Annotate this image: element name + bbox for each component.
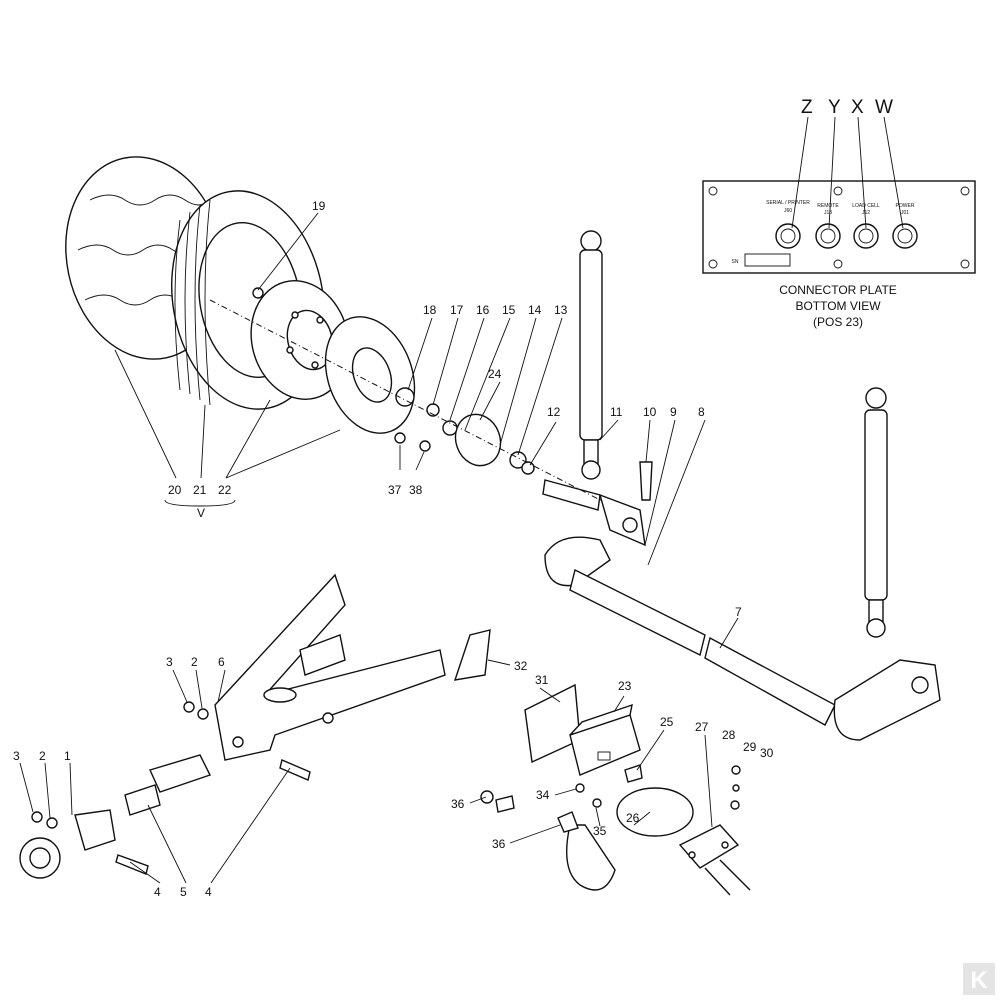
callout-14: 14: [528, 303, 542, 317]
port-label-power: POWER: [896, 203, 915, 209]
sensor-36: [480, 790, 616, 891]
callout-4-right: 4: [205, 885, 212, 899]
callout-36-upper: 36: [451, 797, 465, 811]
brand-logo: K: [963, 963, 995, 995]
callout-37: 37: [388, 483, 402, 497]
bracket-32: [453, 629, 491, 681]
rim-22: [250, 280, 350, 400]
cable-gland-25: [624, 764, 643, 783]
group-brace: [164, 499, 236, 507]
callout-4-left: 4: [154, 885, 161, 899]
callout-7: 7: [735, 605, 742, 619]
callout-27: 27: [695, 720, 709, 734]
axle-arm-left: [544, 536, 611, 587]
callout-23: 23: [618, 679, 632, 693]
callout-30: 30: [760, 746, 774, 760]
callout-numbers: 19 18 17 16 15 14 13 24 12 11 10 9 8 20 …: [13, 199, 774, 899]
port-code-power: J01: [901, 210, 909, 216]
callout-2-lower: 2: [39, 749, 46, 763]
callout-6: 6: [218, 655, 225, 669]
letter-y: Y: [828, 97, 841, 118]
callout-1: 1: [64, 749, 71, 763]
callout-25: 25: [660, 715, 674, 729]
cylinder-left: [579, 230, 603, 480]
washer-37-38: [394, 432, 431, 452]
drawbar-pin-5: [124, 754, 211, 816]
callout-24: 24: [488, 367, 502, 381]
terminal-box-27: [678, 824, 751, 896]
sn-label: SN: [732, 259, 739, 265]
callout-5: 5: [180, 885, 187, 899]
callout-11: 11: [610, 405, 623, 419]
caption-line1: CONNECTOR PLATE: [779, 283, 897, 297]
cable-26: [616, 787, 694, 837]
callout-18: 18: [423, 303, 437, 317]
callout-16: 16: [476, 303, 490, 317]
callout-3-upper: 3: [166, 655, 173, 669]
drawbar-frame: [214, 573, 446, 761]
junction-box-23: [569, 703, 641, 776]
port-code-serial: J60: [784, 208, 792, 214]
letter-z: Z: [801, 97, 813, 118]
port-label-remote: REMOTE: [817, 203, 839, 209]
letter-w: W: [875, 97, 893, 118]
callout-22: 22: [218, 483, 232, 497]
port-code-loadcell: J12: [862, 210, 870, 216]
axle-tube-7: [569, 568, 836, 726]
callout-38: 38: [409, 483, 423, 497]
callout-20: 20: [168, 483, 182, 497]
callout-10: 10: [643, 405, 657, 419]
callout-29: 29: [743, 740, 757, 754]
callout-3-lower: 3: [13, 749, 20, 763]
caption-line2: BOTTOM VIEW: [795, 299, 881, 313]
callout-34: 34: [536, 788, 550, 802]
axle-arm-right: [833, 659, 941, 741]
logo-letter: K: [970, 967, 988, 994]
callout-8: 8: [698, 405, 705, 419]
callout-2-upper: 2: [191, 655, 198, 669]
callout-32: 32: [514, 659, 528, 673]
callout-12: 12: [547, 405, 561, 419]
letter-x: X: [851, 97, 864, 118]
leader-lines: [19, 212, 739, 884]
wheel-bolt-19: [252, 287, 264, 299]
callout-31: 31: [535, 673, 549, 687]
screws-34-35: [575, 765, 741, 810]
spindle-shaft: [209, 299, 611, 511]
brake-disc-plate: [324, 316, 416, 434]
callout-21: 21: [193, 483, 207, 497]
port-label-serial: SERIAL / PRINTER: [766, 200, 810, 206]
callout-v: V: [197, 506, 205, 520]
pivot-bracket: [598, 461, 653, 547]
caption-line3: (POS 23): [813, 315, 863, 329]
callout-28: 28: [722, 728, 736, 742]
port-label-loadcell: LOAD CELL: [852, 203, 880, 209]
port-code-remote: J13: [824, 210, 832, 216]
callout-17: 17: [450, 303, 464, 317]
callout-36-lower: 36: [492, 837, 506, 851]
drawbar-eye-1: [19, 809, 116, 879]
hub-bearings: [395, 387, 535, 475]
callout-35: 35: [593, 824, 607, 838]
callout-9: 9: [670, 405, 677, 419]
cylinder-right: [864, 387, 888, 638]
connector-plate: SN SERIAL / PRINTER J60 REMOTE J13 LOAD …: [702, 97, 976, 329]
callout-15: 15: [502, 303, 516, 317]
callout-19: 19: [312, 199, 326, 213]
callout-13: 13: [554, 303, 568, 317]
callout-26: 26: [626, 811, 640, 825]
